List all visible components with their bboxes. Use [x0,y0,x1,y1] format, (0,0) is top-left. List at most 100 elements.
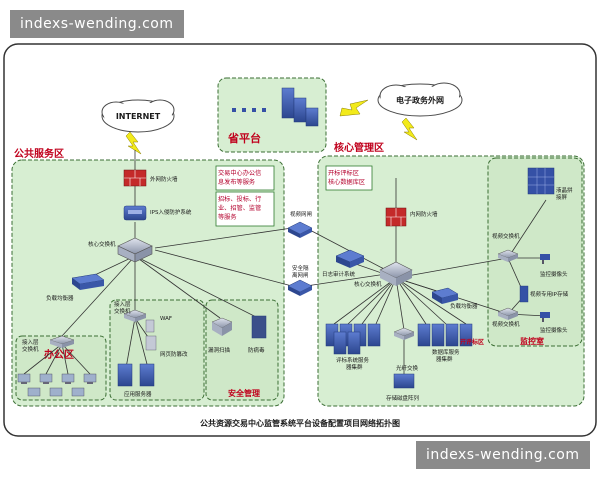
camera-icon [540,254,550,264]
app-server-label: 应用服务器 [124,390,152,398]
storage-label: 存储磁盘阵列 [386,394,420,402]
ips-label: IPS入侵防护系统 [150,208,192,216]
lightning-icon [125,131,142,155]
core-switch-left-label: 核心交换机 [88,240,116,248]
monitor-cam2-label: 监控摄像头 [540,326,568,334]
office-label: 办公区 [44,348,74,361]
outer-firewall-label: 外网防火墙 [150,175,178,183]
security-label: 安全管理 [228,388,260,398]
office-pc-icon [39,373,53,384]
access-switch-app-label2: 交换机 [114,307,131,315]
web-tamper-label: 网页防篡改 [160,350,188,358]
note-public-line1: 交易中心办公信 [218,169,261,177]
security-gateway-label1: 安全隔 [292,264,309,272]
bid-zone-label: 开评标区 [460,338,484,346]
connection-lines [23,150,547,375]
core-switch-left-icon [117,237,153,263]
monitor-cam-label: 监控摄像头 [540,270,568,278]
note-services-line1: 招标、投标、行 [218,195,261,203]
note-box-services [215,191,275,227]
office-pc-icon [27,387,41,397]
video-switch-top-icon [497,249,519,262]
access-switch-office-icon [49,335,75,348]
lightning-icon [401,117,418,141]
storage-array-icon [393,373,415,389]
server-cluster-icon [325,323,381,355]
load-balancer-right-label: 负载均衡器 [450,302,478,310]
office-pc-icon [61,373,75,384]
server-cluster-label2: 器集群 [346,363,363,371]
access-switch-office-label1: 接入层 [22,338,39,346]
server-icon [139,363,155,387]
ips-device-icon [123,205,147,221]
egov-cloud: 电子政务外网 [377,82,463,117]
log-audit-icon [335,249,365,268]
load-balancer-left-label: 负载均衡器 [46,294,74,302]
internet-label: INTERNET [116,112,161,121]
office-pc-icon [83,373,97,384]
load-balancer-left-icon [71,273,105,290]
inner-firewall-label: 内网防火墙 [410,210,438,218]
watermark-top: indexs-wending.com [10,10,184,38]
fiber-switch-label: 光纤交换 [396,364,419,372]
office-pc-icon [49,387,63,397]
web-tamper-icon [145,335,157,351]
note-services-line3: 等服务 [218,213,237,221]
video-gateway-label: 视频网闸 [290,210,312,218]
watermark-bottom: indexs-wending.com [416,441,590,469]
video-wall-label2: 接屏 [556,193,568,201]
note-public-line2: 息发布等服务 [218,178,255,186]
video-switch-bottom-icon [497,307,519,320]
note-core-line2: 核心数据库区 [328,178,365,186]
office-pc-icon [71,387,85,397]
note-services-line2: 业、招管、监管 [218,204,261,212]
server-cluster-label1: 评标系统服务 [336,356,370,364]
note-core-line1: 开标评标区 [328,169,359,177]
video-storage-icon [519,285,529,303]
province-platform: 省平台 [217,77,327,153]
security-gateway-icon [287,279,313,296]
video-wall-label1: 液晶拼 [556,186,573,194]
security-gateway-label2: 离网闸 [292,271,309,279]
scan-label: 漏洞扫描 [208,346,231,354]
log-audit-label: 日志审计系统 [322,270,356,278]
antivirus-device-icon [251,315,267,339]
core-zone-label: 核心管理区 [334,141,384,154]
lightning-icon [339,99,369,117]
video-wall-icon [527,167,555,195]
monitor-subzone [487,157,583,347]
video-gateway-icon [287,221,313,238]
egov-label: 电子政务外网 [396,95,444,105]
db-cluster-label1: 数据库服务 [432,348,460,356]
video-storage-label: 视频专用IP存储 [530,290,568,298]
firewall-icon [123,169,147,187]
inner-firewall-icon [385,207,407,227]
public-zone-label: 公共服务区 [14,147,64,160]
fiber-switch-icon [393,327,415,340]
note-box-core [325,165,373,191]
scan-device-icon [211,317,233,336]
server-icon [117,363,133,387]
fiber-switch-label-2: 换 [413,364,419,372]
office-pc-icon [17,373,31,384]
waf-icon [145,319,155,333]
antivirus-label: 防病毒 [248,346,265,354]
load-balancer-right-icon [431,287,459,304]
core-switch-right-icon [379,261,413,286]
camera-icon [540,312,550,322]
db-cluster-label2: 器集群 [436,355,453,363]
province-label: 省平台 [227,131,261,145]
access-switch-app-icon [123,309,147,322]
core-switch-right-label: 核心交换机 [354,280,382,288]
diagram-title: 公共资源交易中心监管系统平台设备配置项目网络拓扑图 [200,418,400,428]
monitor-label: 监控室 [520,336,544,346]
note-box-public [215,165,275,191]
waf-label: WAF [160,316,172,322]
video-switch-top-label: 视频交换机 [492,232,520,240]
internet-cloud: INTERNET [101,99,175,133]
access-switch-office-label2: 交换机 [22,345,39,353]
db-cluster-icon [417,323,473,347]
office-subzone [15,335,107,401]
video-switch-bottom-label: 视频交换机 [492,320,520,328]
